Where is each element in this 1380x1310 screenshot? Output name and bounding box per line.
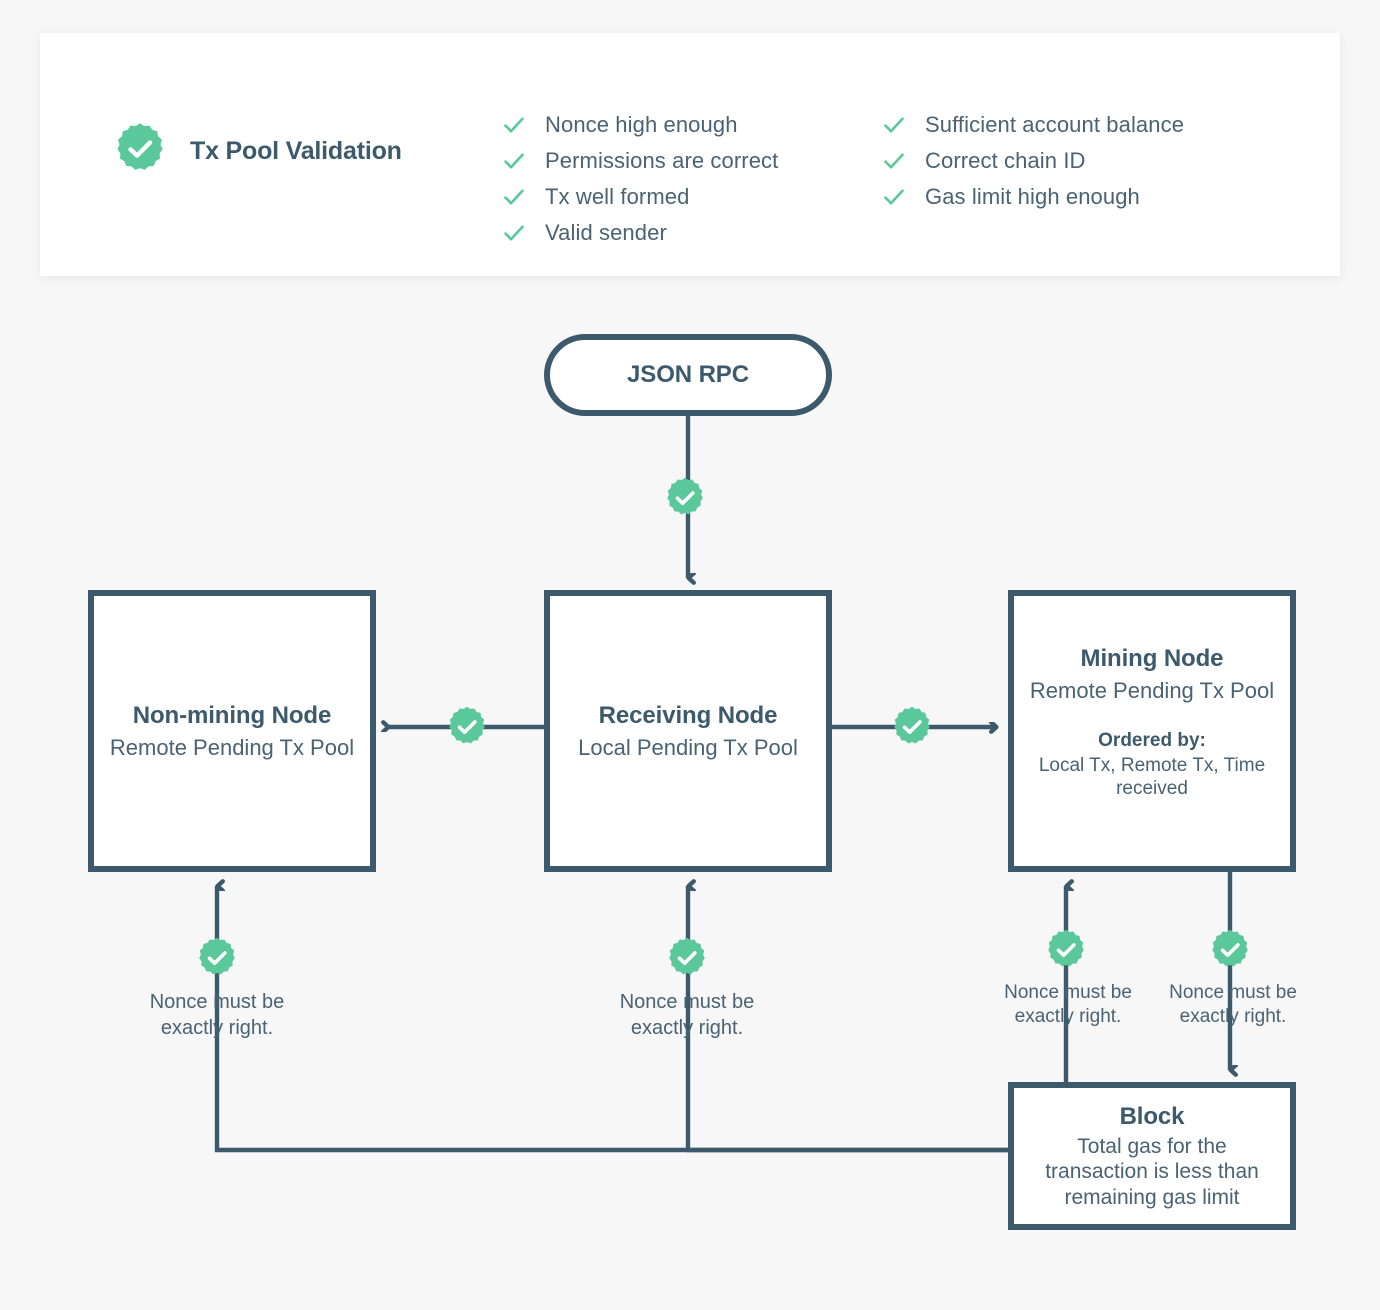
check-icon (884, 189, 904, 205)
checklist-item: Permissions are correct (502, 143, 882, 179)
node-json-rpc-title: JSON RPC (627, 361, 749, 388)
edge-block-to-receiving (685, 886, 1008, 1153)
checklist-item: Nonce high enough (502, 107, 882, 143)
edge-caption-non-mining: Nonce must be exactly right. (149, 991, 285, 1039)
checklist-item: Sufficient account balance (882, 107, 1282, 143)
check-icon (884, 117, 904, 133)
check-icon (884, 153, 904, 169)
check-badge-icon (890, 705, 934, 749)
card-inner: Tx Pool Validation Nonce high enough Per… (40, 33, 1340, 276)
node-mining-ordered-by-value: Local Tx, Remote Tx, Time received (1038, 754, 1266, 800)
checklist-item-label: Sufficient account balance (925, 112, 1185, 137)
node-block-title: Block (1119, 1102, 1185, 1130)
check-badge-icon (663, 476, 707, 520)
page-title: Tx Pool Validation (190, 137, 402, 165)
node-receiving-title: Receiving Node (598, 701, 778, 729)
edge-caption-mining-to-block: Nonce must be exactly right. (1169, 982, 1297, 1028)
checklist-item: Tx well formed (502, 179, 882, 215)
edge-caption-receiving: Nonce must be exactly right. (619, 991, 755, 1039)
checklist-item: Valid sender (502, 215, 882, 251)
checklist-column-right: Sufficient account balance Correct chain… (882, 107, 1282, 251)
check-icon (504, 189, 524, 205)
node-mining-subtitle: Remote Pending Tx Pool (1029, 678, 1275, 703)
checklist-item-label: Tx well formed (545, 184, 690, 209)
node-mining[interactable]: Mining Node Remote Pending Tx Pool Order… (1008, 590, 1296, 872)
node-block[interactable]: Block Total gas for the transaction is l… (1008, 1082, 1296, 1230)
checklist-column-left: Nonce high enough Permissions are correc… (502, 107, 882, 251)
checklist-item: Correct chain ID (882, 143, 1282, 179)
check-icon (504, 225, 524, 241)
checklist-item: Gas limit high enough (882, 179, 1282, 215)
check-badge-icon (445, 705, 489, 749)
node-non-mining-subtitle: Remote Pending Tx Pool (109, 734, 355, 760)
check-badge-icon (1208, 928, 1252, 972)
validation-checklist: Nonce high enough Permissions are correc… (502, 107, 1282, 251)
node-mining-title: Mining Node (1080, 645, 1224, 672)
check-badge-icon (665, 936, 709, 980)
checklist-item-label: Nonce high enough (545, 112, 738, 137)
node-receiving-subtitle: Local Pending Tx Pool (578, 734, 798, 760)
check-badge-icon (1044, 928, 1088, 972)
node-non-mining[interactable]: Non-mining Node Remote Pending Tx Pool (88, 590, 376, 872)
checklist-item-label: Gas limit high enough (925, 184, 1140, 209)
check-icon (504, 153, 524, 169)
node-non-mining-title: Non-mining Node (132, 701, 332, 729)
node-json-rpc[interactable]: JSON RPC (544, 334, 832, 416)
checklist-item-label: Permissions are correct (545, 148, 779, 173)
validation-title-group: Tx Pool Validation (112, 121, 402, 182)
node-mining-ordered-by-label: Ordered by: (1098, 729, 1206, 751)
check-badge-icon (112, 121, 168, 182)
node-block-subtitle: Total gas for the transaction is less th… (1045, 1134, 1259, 1209)
checklist-item-label: Correct chain ID (925, 148, 1086, 173)
checklist-item-label: Valid sender (545, 220, 667, 245)
check-badge-icon (195, 936, 239, 980)
check-icon (504, 117, 524, 133)
tx-pool-validation-card: Tx Pool Validation Nonce high enough Per… (40, 33, 1340, 276)
node-receiving[interactable]: Receiving Node Local Pending Tx Pool (544, 590, 832, 872)
edge-caption-block-to-mining: Nonce must be exactly right. (1004, 982, 1132, 1028)
